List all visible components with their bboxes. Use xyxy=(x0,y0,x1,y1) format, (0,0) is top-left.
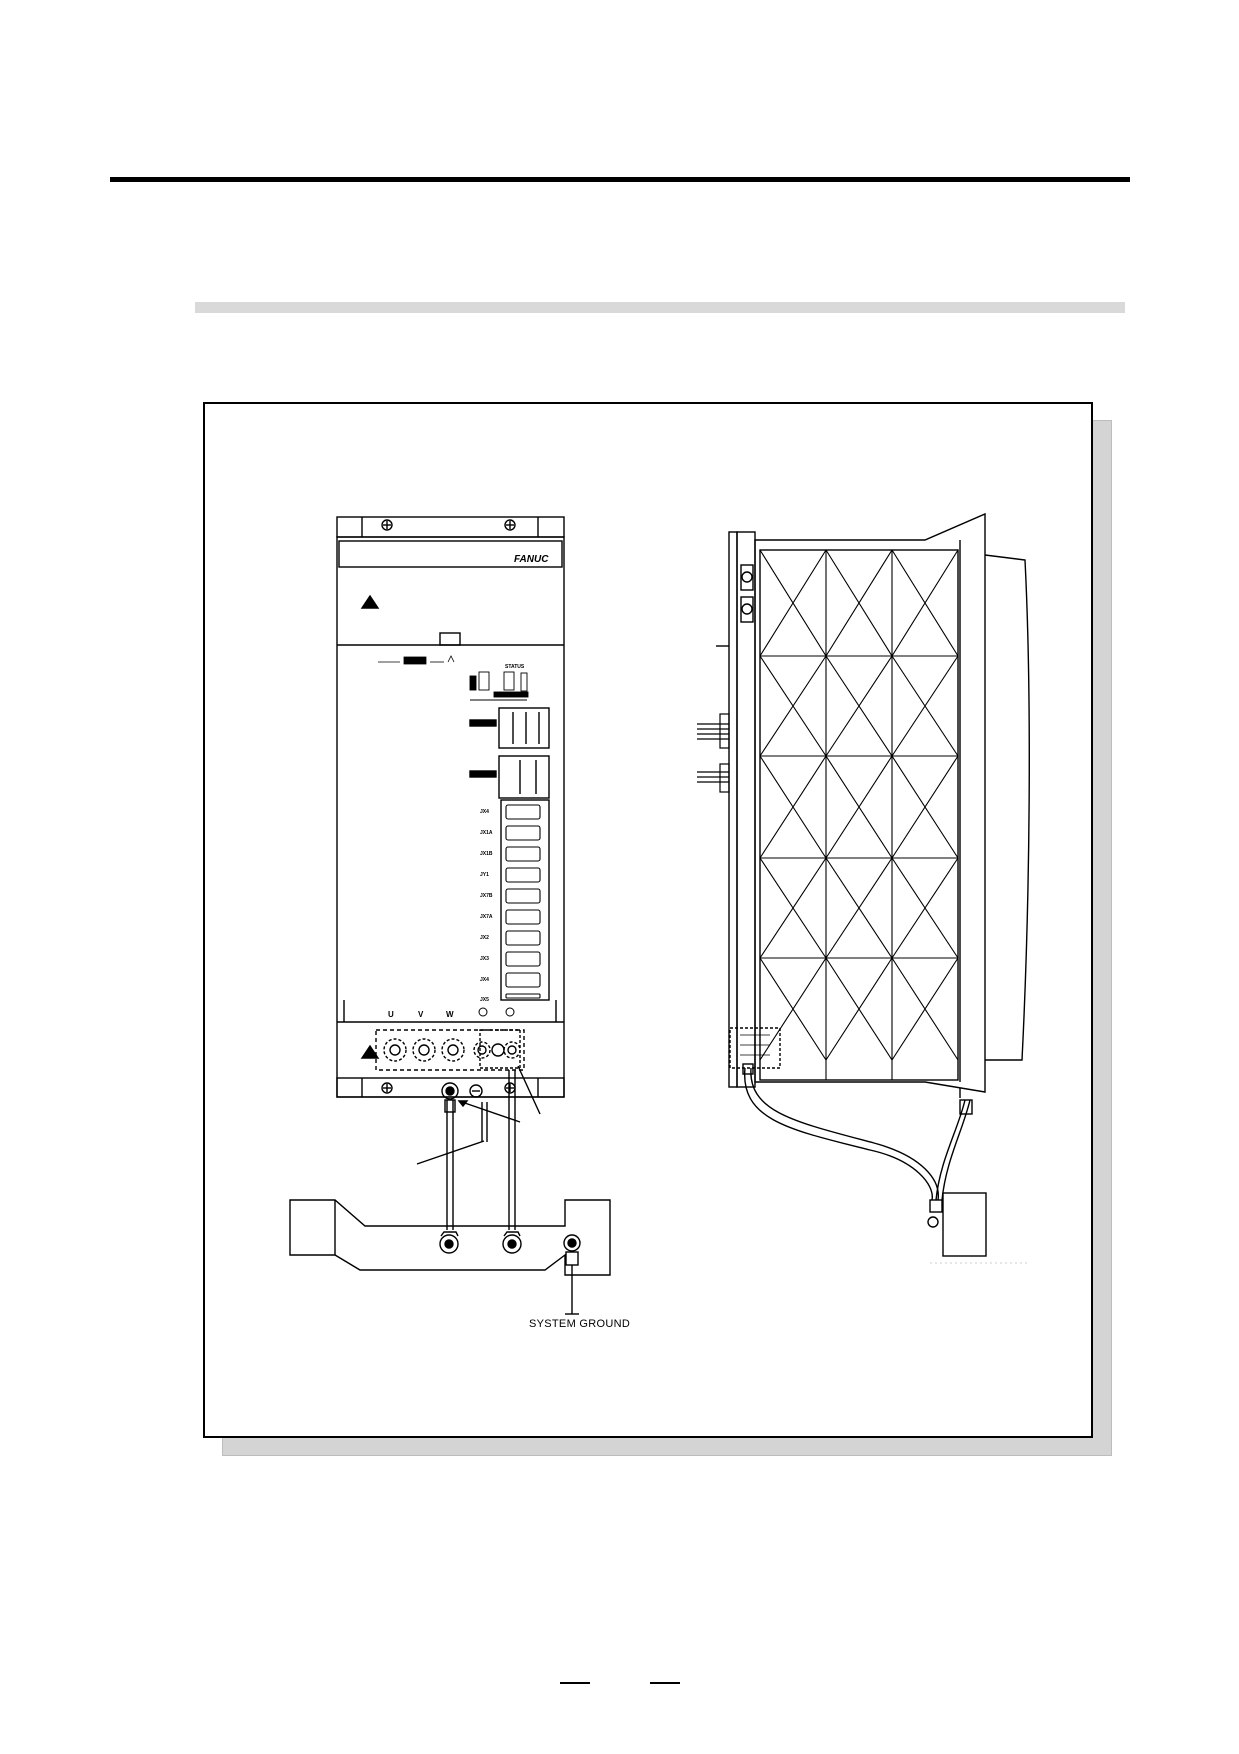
signal-connector-strip xyxy=(500,799,550,1001)
system-ground-label: SYSTEM GROUND xyxy=(529,1318,631,1330)
power-connector-block xyxy=(498,707,550,749)
ground-terminal-box xyxy=(942,1192,987,1257)
ground-bus-bar xyxy=(289,1199,611,1276)
header-rule xyxy=(110,177,1130,182)
side-housing xyxy=(754,512,986,1093)
terminal-label-v: V xyxy=(418,1010,424,1019)
brand-logo-text: FANUC xyxy=(514,554,549,565)
interface-connector-block xyxy=(498,755,550,799)
fan-cover-lattice xyxy=(759,549,959,1081)
warning-triangle-icon xyxy=(360,1044,380,1059)
connector-label: JX1A xyxy=(480,830,493,836)
connector-label: JX4 xyxy=(480,977,489,983)
terminal-label-w: W xyxy=(446,1010,454,1019)
top-flange xyxy=(336,516,565,538)
amplifier-front-view xyxy=(336,516,565,1100)
status-display xyxy=(469,671,529,701)
front-view-labels: FANUC STATUS JX4 JX1A JX1B JY1 JX7B JX7A… xyxy=(388,554,549,1019)
connector-label: JY1 xyxy=(480,872,489,878)
connector-label: JX3 xyxy=(480,956,489,962)
ground-wiring xyxy=(289,1065,611,1315)
connector-label: JX1B xyxy=(480,851,493,857)
section-heading-bar xyxy=(195,302,1125,313)
warning-triangle-icon xyxy=(360,594,380,609)
connector-label: JX2 xyxy=(480,935,489,941)
terminal-block xyxy=(375,1029,525,1071)
amplifier-side-view xyxy=(697,512,1030,1264)
status-label: STATUS xyxy=(505,664,525,670)
terminal-label-u: U xyxy=(388,1010,394,1019)
connector-label: JX4 xyxy=(480,809,489,815)
connector-label: JX7A xyxy=(480,914,493,920)
side-ground-cable xyxy=(744,1067,933,1201)
terminal-screws xyxy=(383,1038,521,1062)
connector-label: JX5 xyxy=(480,997,489,1003)
page-number-marks xyxy=(560,1676,680,1686)
connector-label: JX7B xyxy=(480,893,493,899)
